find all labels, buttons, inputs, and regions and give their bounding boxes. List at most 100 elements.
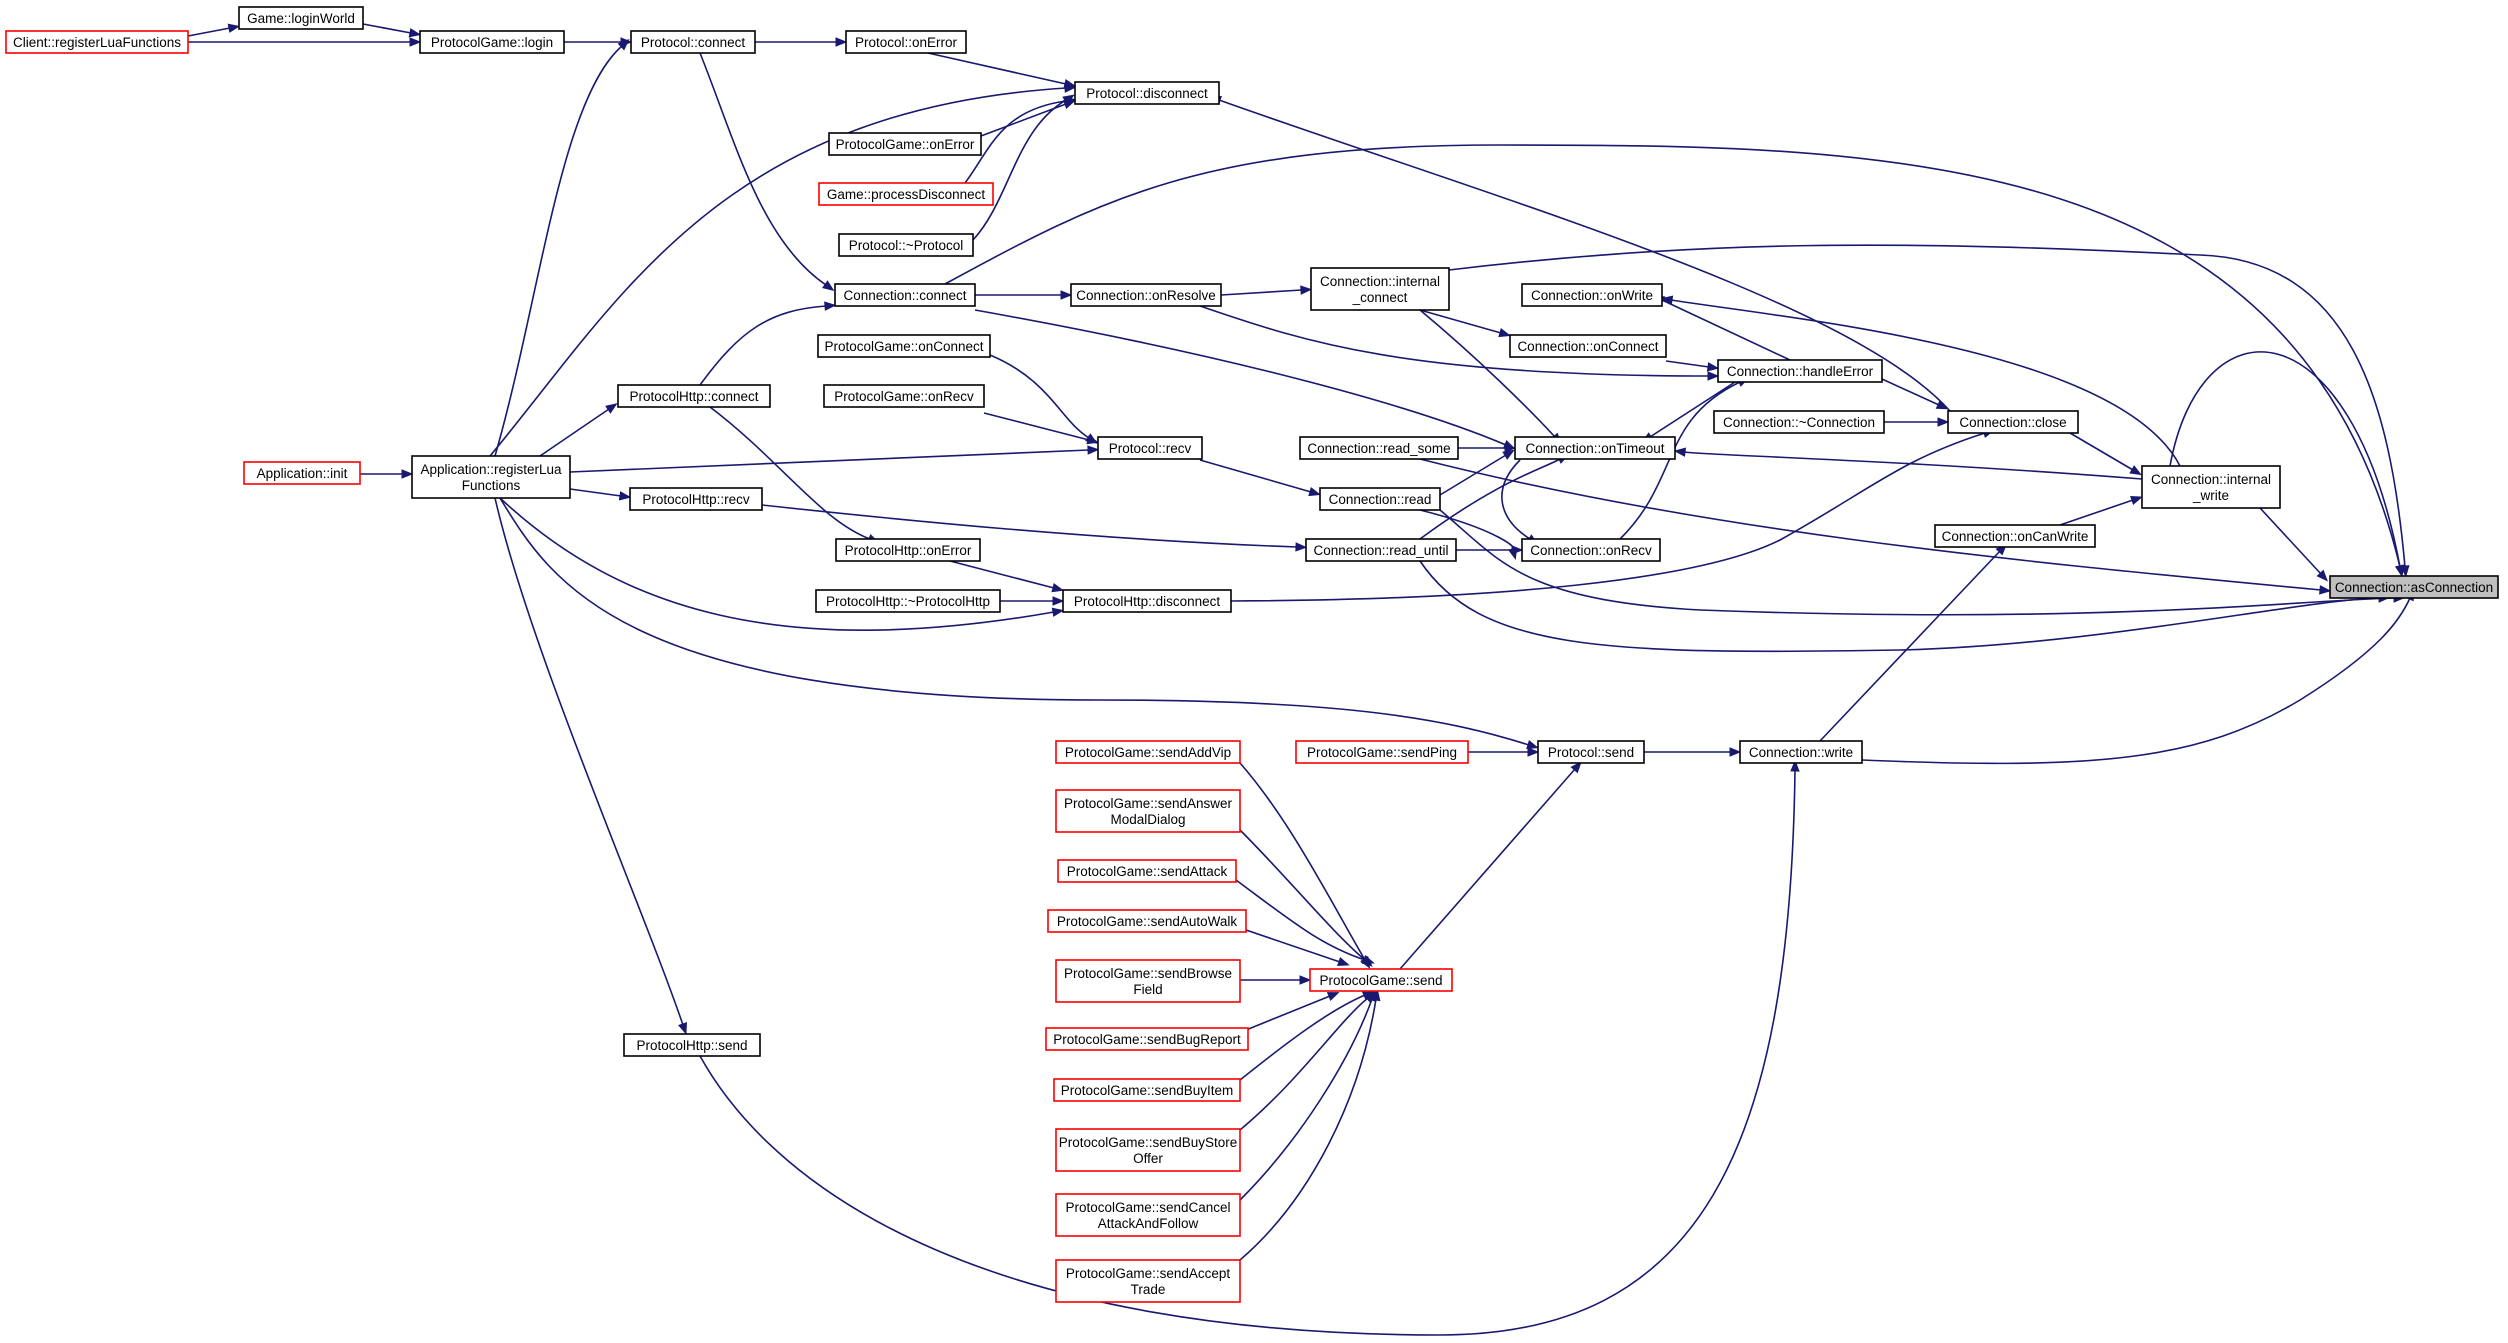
- node-protohttp-recv[interactable]: ProtocolHttp::recv: [629, 487, 763, 511]
- arrowhead: [1362, 955, 1375, 964]
- edge-conn_onresolve-to-conn_internal_connect: [1220, 285, 1313, 296]
- node-protogame-onconnect[interactable]: ProtocolGame::onConnect: [817, 334, 991, 358]
- edge-conn_connect-to-conn_ontimeout: [974, 309, 1516, 449]
- edge-protohttp_recv-to-conn_read_until: [761, 504, 1308, 552]
- edge-conn_handleerror-to-asconnection: [2169, 351, 2405, 578]
- edge-conn_internal_write-to-conn_ontimeout: [1673, 447, 2143, 480]
- node-conn-read-some[interactable]: Connection::read_some: [1299, 436, 1459, 460]
- node-box: [623, 1033, 761, 1057]
- node-app-init[interactable]: Application::init: [243, 461, 361, 485]
- node-box: [1055, 789, 1241, 833]
- node-label: Connection::onTimeout: [1525, 441, 1664, 456]
- node-conn-onwrite[interactable]: Connection::onWrite: [1521, 283, 1663, 307]
- node-protohttp-send[interactable]: ProtocolHttp::send: [623, 1033, 761, 1057]
- node-conn-onconnect[interactable]: Connection::onConnect: [1509, 334, 1667, 358]
- edge-app_register-to-protohttp_disconnect: [499, 497, 1065, 631]
- edges-layer: [187, 23, 2415, 1336]
- node-box: [834, 283, 976, 307]
- edge-conn_write-to-asconnection: [1861, 588, 2415, 765]
- node-conn-close[interactable]: Connection::close: [1947, 410, 2079, 434]
- node-protohttp-disconnect[interactable]: ProtocolHttp::disconnect: [1062, 589, 1232, 613]
- arrowhead: [409, 37, 422, 47]
- node-conn-oncanwrite[interactable]: Connection::onCanWrite: [1934, 524, 2096, 548]
- node-app-register[interactable]: Application::registerLuaFunctions: [411, 455, 571, 499]
- arrowhead: [1060, 290, 1073, 300]
- node-box: [1305, 538, 1457, 562]
- node-label: AttackAndFollow: [1098, 1216, 1199, 1231]
- node-protogame-onrecv[interactable]: ProtocolGame::onRecv: [823, 384, 985, 408]
- arrowhead: [1051, 583, 1065, 593]
- node-pg-sendbuyitem[interactable]: ProtocolGame::sendBuyItem: [1053, 1078, 1241, 1102]
- node-label: Application::init: [257, 466, 348, 481]
- node-protogame-login[interactable]: ProtocolGame::login: [419, 30, 565, 54]
- node-box: [1947, 410, 2079, 434]
- node-label: ProtocolGame::sendBugReport: [1053, 1032, 1241, 1047]
- node-protocol-send[interactable]: Protocol::send: [1537, 740, 1645, 764]
- node-protohttp-connect[interactable]: ProtocolHttp::connect: [617, 384, 771, 408]
- node-conn-connect[interactable]: Connection::connect: [834, 283, 976, 307]
- node-asconnection[interactable]: Connection::asConnection: [2329, 575, 2499, 599]
- edge-conn_read_until-to-conn_ontimeout: [1419, 454, 1570, 540]
- node-protohttp-dtor[interactable]: ProtocolHttp::~ProtocolHttp: [815, 589, 1001, 613]
- node-box: [818, 182, 994, 206]
- node-conn-read-until[interactable]: Connection::read_until: [1305, 538, 1457, 562]
- node-conn-handleerror[interactable]: Connection::handleError: [1717, 359, 1883, 383]
- node-conn-ontimeout[interactable]: Connection::onTimeout: [1514, 436, 1676, 460]
- node-box: [838, 233, 974, 257]
- arrowhead: [227, 23, 241, 33]
- edge-conn_read_until-to-conn_onrecv: [1456, 545, 1524, 555]
- node-pg-sendaddvip[interactable]: ProtocolGame::sendAddVip: [1055, 740, 1241, 764]
- arrowhead: [1660, 295, 1674, 305]
- arrowhead: [822, 280, 835, 292]
- edge-app_register-to-protohttp_send: [494, 497, 687, 1035]
- node-label: ProtocolGame::login: [431, 35, 553, 50]
- node-protocol-disconnect[interactable]: Protocol::disconnect: [1074, 81, 1220, 105]
- node-box: [845, 30, 967, 54]
- node-pg-sendbugreport[interactable]: ProtocolGame::sendBugReport: [1045, 1027, 1249, 1051]
- node-protocol-recv[interactable]: Protocol::recv: [1097, 436, 1203, 460]
- node-pg-sendautowalk[interactable]: ProtocolGame::sendAutoWalk: [1047, 909, 1247, 933]
- arrowhead: [824, 301, 837, 311]
- arrowhead: [1086, 435, 1100, 445]
- edge-protocol_send-to-conn_write: [1644, 747, 1742, 757]
- node-box: [1053, 1078, 1241, 1102]
- node-label: Protocol::disconnect: [1086, 86, 1208, 101]
- node-protohttp-onerror[interactable]: ProtocolHttp::onError: [835, 538, 981, 562]
- node-box: [2141, 465, 2281, 509]
- node-label: Game::processDisconnect: [827, 187, 986, 202]
- node-protocol-dtor[interactable]: Protocol::~Protocol: [838, 233, 974, 257]
- node-conn-onrecv[interactable]: Connection::onRecv: [1521, 538, 1661, 562]
- node-label: Protocol::connect: [641, 35, 746, 50]
- edge-conn_write-to-conn_oncanwrite: [1819, 543, 2008, 742]
- node-conn-onresolve[interactable]: Connection::onResolve: [1070, 283, 1222, 307]
- node-box: [817, 334, 991, 358]
- edge-pg_sendbugreport-to-pg_send: [1245, 992, 1340, 1031]
- node-box: [1934, 524, 2096, 548]
- node-label: Connection::asConnection: [2335, 580, 2493, 595]
- node-game-processdisconnect[interactable]: Game::processDisconnect: [818, 182, 994, 206]
- node-protocol-onerror[interactable]: Protocol::onError: [845, 30, 967, 54]
- node-box: [1047, 909, 1247, 933]
- node-label: Connection::onResolve: [1076, 288, 1216, 303]
- node-pg-sendattack[interactable]: ProtocolGame::sendAttack: [1057, 859, 1237, 883]
- node-label: Connection::read_some: [1307, 441, 1450, 456]
- node-pg-send[interactable]: ProtocolGame::send: [1309, 968, 1453, 992]
- node-client-register[interactable]: Client::registerLuaFunctions: [5, 30, 189, 54]
- node-pg-sendping[interactable]: ProtocolGame::sendPing: [1295, 740, 1469, 764]
- node-box: [1295, 740, 1469, 764]
- node-conn-internal-connect[interactable]: Connection::internal_connect: [1310, 267, 1450, 311]
- node-game-loginworld[interactable]: Game::loginWorld: [238, 6, 364, 30]
- node-conn-read[interactable]: Connection::read: [1319, 487, 1441, 511]
- node-protogame-onerror[interactable]: ProtocolGame::onError: [828, 132, 982, 156]
- node-box: [1713, 410, 1885, 434]
- node-conn-dtor[interactable]: Connection::~Connection: [1713, 410, 1885, 434]
- arrowhead: [1511, 545, 1524, 555]
- node-conn-write[interactable]: Connection::write: [1739, 740, 1863, 764]
- node-conn-internal-write[interactable]: Connection::internal_write: [2141, 465, 2281, 509]
- node-protocol-connect[interactable]: Protocol::connect: [630, 30, 756, 54]
